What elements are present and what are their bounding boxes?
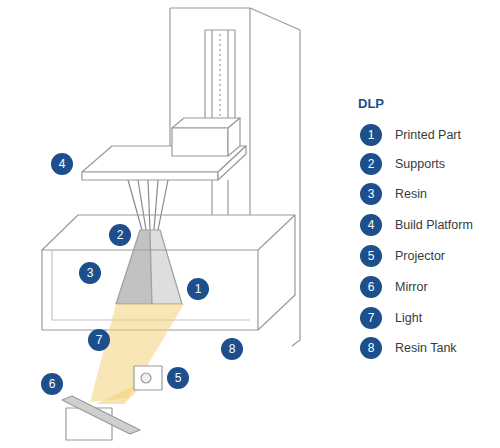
rail-line — [227, 180, 228, 215]
platform-front — [82, 172, 218, 180]
callout-number: 5 — [167, 367, 189, 389]
legend-entry: 7 Light — [360, 307, 425, 329]
callout-number-text: 7 — [368, 312, 375, 324]
tank-rim — [42, 215, 295, 250]
number-circle: 4 — [51, 153, 73, 175]
part-name: Resin Tank — [395, 341, 457, 356]
legend-entry: 4 Build Platform — [360, 214, 475, 236]
number-circle: 7 — [360, 307, 382, 329]
number-circle: 2 — [109, 224, 131, 246]
part-name: Supports — [395, 157, 445, 172]
printed-part-right — [150, 230, 182, 304]
number-circle: 5 — [360, 245, 382, 267]
callout-number-text: 2 — [368, 158, 375, 170]
callout-number-text: 8 — [368, 342, 375, 354]
part-name: Resin — [395, 187, 427, 202]
number-circle: 4 — [360, 214, 382, 236]
number-circle: 1 — [187, 278, 209, 300]
part-name: Printed Part — [395, 128, 461, 143]
callout-number-text: 6 — [49, 378, 56, 390]
callout-number-text: 7 — [96, 334, 103, 346]
number-circle: 6 — [360, 276, 382, 298]
number-circle: 7 — [88, 329, 110, 351]
callout-number-text: 4 — [59, 158, 66, 170]
projector-body — [134, 366, 162, 390]
callout-number-text: 5 — [175, 372, 182, 384]
callout-number: 4 — [51, 153, 73, 175]
callout-number-text: 3 — [87, 267, 94, 279]
number-circle: 1 — [360, 124, 382, 146]
carriage-side — [228, 118, 240, 156]
legend-entry: 3 Resin — [360, 183, 429, 205]
housing-front — [170, 8, 250, 215]
callout-number-text: 3 — [368, 188, 375, 200]
callout-number: 7 — [88, 329, 110, 351]
part-name: Build Platform — [395, 218, 473, 233]
callout-number: 8 — [221, 338, 243, 360]
legend-entry: 8 Resin Tank — [360, 337, 459, 359]
number-circle: 3 — [79, 262, 101, 284]
number-circle: 3 — [360, 183, 382, 205]
legend-entry: 1 Printed Part — [360, 124, 464, 146]
callout-number-text: 6 — [368, 281, 375, 293]
number-circle: 6 — [41, 373, 63, 395]
callout-number: 1 — [187, 278, 209, 300]
callout-number-text: 1 — [195, 283, 202, 295]
legend-entry: 6 Mirror — [360, 276, 430, 298]
callout-number-text: 2 — [117, 229, 124, 241]
part-name: Light — [395, 311, 422, 326]
callout-number-text: 4 — [368, 219, 375, 231]
callout-number: 6 — [41, 373, 63, 395]
carriage-front — [172, 128, 228, 156]
tank-side — [258, 215, 295, 330]
projector-lens — [141, 373, 151, 383]
legend-entry: 2 Supports — [360, 153, 448, 175]
callout-number-text: 8 — [229, 343, 236, 355]
number-circle: 2 — [360, 153, 382, 175]
callout-number: 2 — [109, 224, 131, 246]
number-circle: 8 — [221, 338, 243, 360]
supports — [128, 180, 168, 230]
callout-number-text: 1 — [368, 129, 375, 141]
legend-heading: DLP — [358, 96, 384, 111]
mirror-plate — [62, 396, 140, 434]
part-name: Projector — [395, 249, 445, 264]
legend-entry: 5 Projector — [360, 245, 448, 267]
number-circle: 5 — [167, 367, 189, 389]
light-beam — [90, 304, 184, 402]
part-name: Mirror — [395, 280, 428, 295]
rail-line — [211, 180, 212, 215]
callout-number: 3 — [79, 262, 101, 284]
number-circle: 8 — [360, 337, 382, 359]
callout-number-text: 5 — [368, 250, 375, 262]
